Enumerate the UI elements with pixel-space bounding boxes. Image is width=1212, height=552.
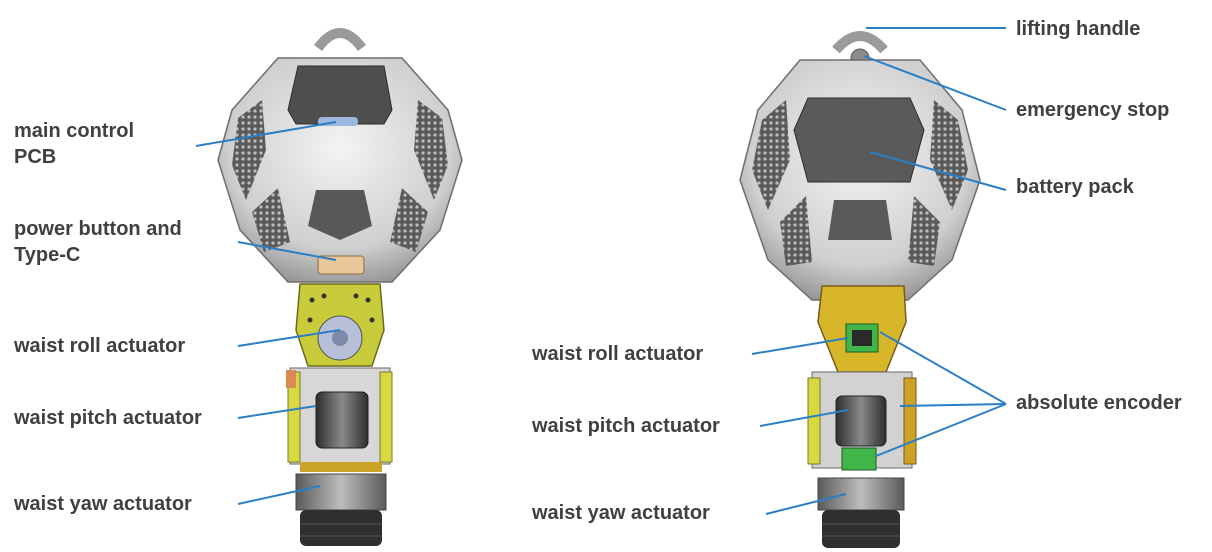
front-yaw-body — [295, 473, 387, 511]
leader-back-waist-yaw — [765, 493, 847, 515]
back-pitch-motor — [835, 395, 887, 447]
label-battery-pack: battery pack — [1016, 176, 1134, 198]
leader-battery-pack — [869, 151, 1007, 191]
label-back-waist-roll: waist roll actuator — [532, 343, 704, 365]
back-lower-panel — [828, 200, 892, 240]
back-lifting-handle — [832, 31, 888, 54]
label-power-button-line2: Type-C — [14, 244, 81, 266]
front-left-vent — [232, 100, 266, 200]
front-lower-panel — [308, 190, 372, 240]
front-pitch-motor — [315, 391, 369, 449]
label-main-control-pcb-line1: main control — [14, 120, 135, 142]
leader-power-button — [237, 241, 337, 261]
label-emergency-stop: emergency stop — [1016, 99, 1170, 121]
leader-back-waist-pitch — [759, 409, 849, 427]
label-back-waist-pitch: waist pitch actuator — [532, 415, 720, 437]
leader-back-waist-roll — [751, 337, 849, 355]
front-left-vent-low — [252, 188, 290, 252]
leader-encoder-3 — [875, 403, 1007, 457]
label-absolute-encoder: absolute encoder — [1016, 392, 1182, 414]
leader-encoder-2 — [899, 403, 1007, 407]
label-front-waist-yaw: waist yaw actuator — [14, 493, 192, 515]
leader-front-waist-yaw — [237, 485, 321, 505]
label-main-control-pcb-line2: PCB — [14, 146, 57, 168]
label-front-waist-roll: waist roll actuator — [14, 335, 186, 357]
back-yaw-body — [817, 477, 905, 511]
front-yaw-base — [300, 510, 382, 546]
leader-front-waist-roll — [237, 329, 341, 347]
leader-emergency-stop — [863, 55, 1007, 111]
front-lifting-handle — [313, 28, 367, 52]
back-yaw-base — [822, 510, 900, 548]
leader-lines — [195, 27, 1007, 515]
leader-encoder-1 — [879, 331, 1007, 405]
label-power-button-line1: power button and — [14, 218, 182, 240]
front-right-vent-low — [390, 188, 428, 252]
back-view-robot — [739, 31, 981, 548]
label-lifting-handle: lifting handle — [1016, 18, 1141, 40]
back-battery-pack — [793, 97, 925, 183]
leader-front-waist-pitch — [237, 405, 317, 419]
front-right-vent — [414, 100, 448, 200]
front-power-plate — [317, 255, 365, 275]
back-pitch-encoder — [841, 447, 877, 471]
label-back-waist-yaw: waist yaw actuator — [532, 502, 710, 524]
front-view-robot — [217, 28, 463, 546]
label-front-waist-pitch: waist pitch actuator — [14, 407, 202, 429]
front-pcb-panel — [287, 65, 393, 125]
leader-main-control-pcb — [195, 121, 337, 147]
